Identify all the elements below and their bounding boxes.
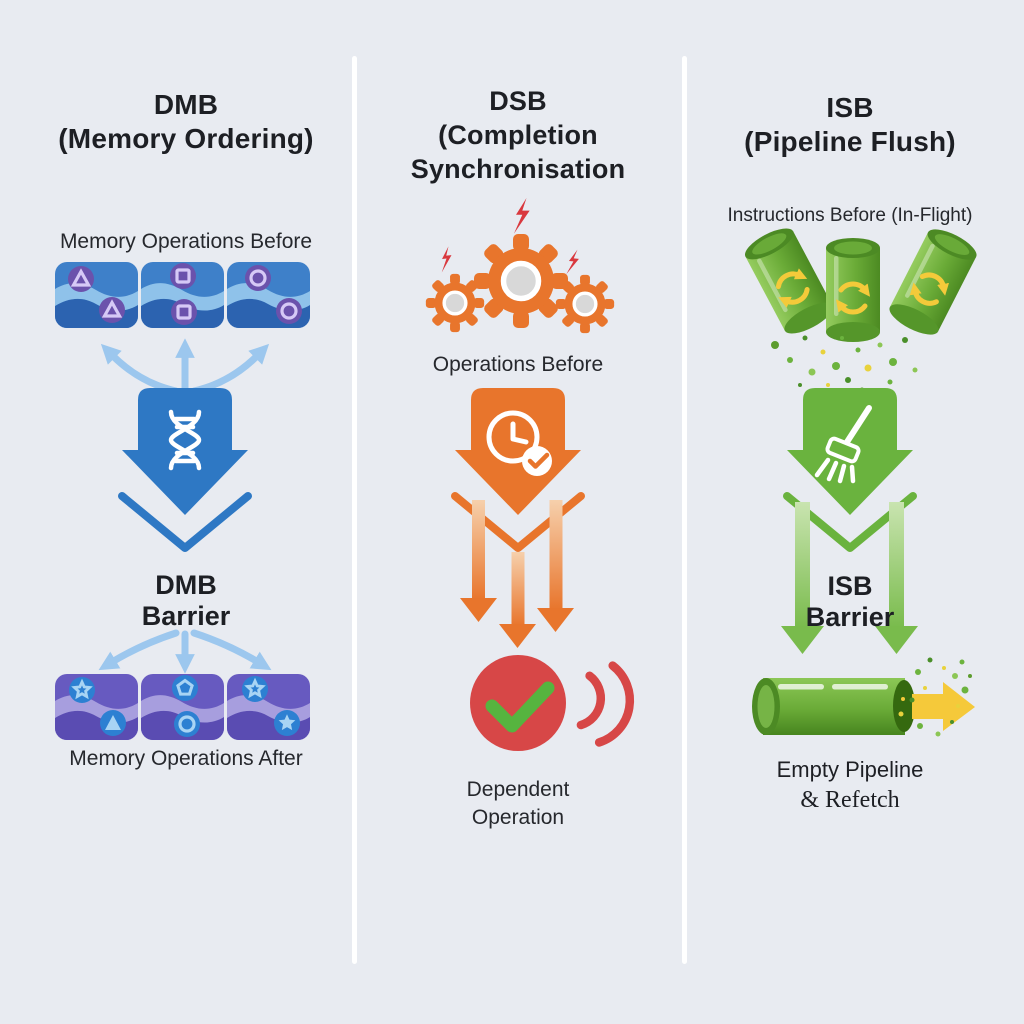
lightning-icon <box>513 198 530 234</box>
circle-icon <box>280 302 298 320</box>
dsb-barrier-arrow <box>455 388 581 515</box>
dsb-title-line1: DSB <box>489 86 547 116</box>
dmb-barrier-line2: Barrier <box>141 601 231 631</box>
broom-icon <box>814 405 872 484</box>
pipeline-tubes-icon <box>741 222 981 342</box>
memory-card <box>227 674 310 740</box>
dmb-title: DMB(Memory Ordering) <box>26 88 346 156</box>
memory-card <box>227 262 310 328</box>
memory-card <box>55 262 138 328</box>
dsb-title-line2: (Completion <box>438 120 598 150</box>
triangle-icon <box>105 715 121 730</box>
isb-barrier-line2: Barrier <box>805 602 895 632</box>
circle-icon <box>178 715 196 733</box>
isb-after-line2: & Refetch <box>800 787 900 813</box>
memory-card <box>141 262 224 328</box>
lightning-icon <box>439 246 453 273</box>
dmb-memory-cards-after <box>55 674 310 740</box>
column-divider <box>352 56 357 964</box>
diverging-down-arrows <box>98 629 272 674</box>
clock-check-icon <box>486 410 552 476</box>
tube-icon <box>826 238 880 342</box>
dmb-after-label: Memory Operations After <box>69 747 303 770</box>
converging-up-arrows <box>100 338 270 397</box>
dmb-title-line2: (Memory Ordering) <box>58 123 314 154</box>
dsb-after-line2: Operation <box>471 806 565 829</box>
falling-particles <box>771 335 918 393</box>
memory-card <box>55 674 138 740</box>
isb-title-line1: ISB <box>826 92 874 123</box>
isb-title: ISB(Pipeline Flush) <box>690 91 1010 159</box>
circle-icon <box>249 269 267 287</box>
green-down-arrows <box>781 502 918 654</box>
isb-after-line1: Empty Pipeline <box>776 757 924 782</box>
dmb-barrier-line1: DMB <box>155 570 217 600</box>
tube-icon <box>741 222 838 339</box>
isb-after-label: Empty Pipeline & Refetch <box>690 755 1010 815</box>
dmb-memory-cards-before <box>55 262 310 328</box>
gears-icon <box>424 234 616 335</box>
checkmark-circle-icon <box>470 655 566 751</box>
orange-down-arrows <box>460 500 574 648</box>
memory-card <box>141 674 224 740</box>
dsb-before-label: Operations Before <box>432 353 604 376</box>
chevron-down-icon <box>118 492 252 552</box>
square-icon <box>176 304 192 320</box>
eject-arrow-icon <box>912 682 975 731</box>
dmb-title-line1: DMB <box>153 89 219 120</box>
isb-barrier-arrow <box>787 388 913 515</box>
square-icon <box>175 268 191 284</box>
dna-icon <box>168 409 202 471</box>
dsb-after-line1: Dependent <box>466 778 570 801</box>
flush-particles <box>909 657 972 737</box>
isb-before-label: Instructions Before (In-Flight) <box>727 205 973 226</box>
isb-barrier-line1: ISB <box>827 571 873 601</box>
checkmark-icon <box>485 681 555 733</box>
empty-pipe-icon <box>752 678 915 735</box>
dsb-title-line3: Synchronisation <box>410 154 626 184</box>
tube-icon <box>885 223 980 340</box>
lightning-icon <box>566 248 580 276</box>
column-divider <box>682 56 687 964</box>
gear-icon <box>474 234 568 328</box>
isb-title-line2: (Pipeline Flush) <box>744 126 956 157</box>
dmb-before-label: Memory Operations Before <box>59 230 313 253</box>
signal-waves-icon <box>576 661 635 747</box>
